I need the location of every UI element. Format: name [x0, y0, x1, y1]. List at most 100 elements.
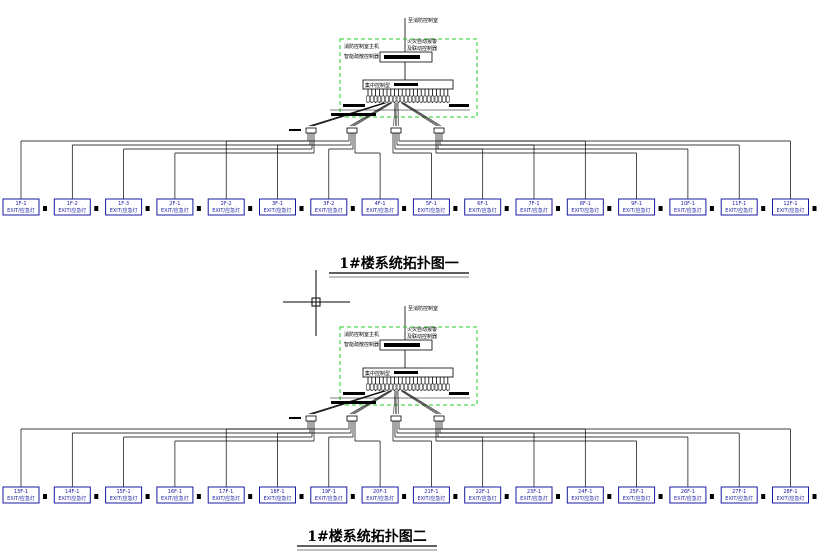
control-cabinet-frame [339, 38, 478, 118]
terminal-block [434, 95, 439, 103]
floor-node-box [310, 198, 348, 216]
branch-fan-line [310, 102, 385, 127]
node-indicator-mark [196, 494, 201, 499]
control-cabinet-frame [339, 326, 478, 406]
floor-node-sub-label: EXIT/应急灯 [623, 495, 651, 502]
node-indicator-mark [453, 494, 458, 499]
terminal-block [411, 383, 416, 391]
topology-diagram-two: 至消防控制室消防控制室主机智能疏散控制器火灾自动报警及联动控制器集中控制型13F… [2, 305, 817, 551]
floor-node-label: 3F-1 [272, 201, 283, 207]
floor-node-sub-label: EXIT/应急灯 [777, 207, 805, 214]
branch-fan-line [402, 102, 440, 127]
floor-node-sub-label: EXIT/应急灯 [110, 495, 138, 502]
floor-node-sub-label: EXIT/应急灯 [417, 207, 445, 214]
floor-node-box [464, 486, 502, 504]
terminal-block [400, 383, 404, 391]
terminal-block [396, 95, 401, 103]
terminal-block [438, 383, 442, 391]
branch-fan-line [313, 102, 387, 127]
floor-node-sub-label: EXIT/应急灯 [264, 495, 292, 502]
branch-fan-line [308, 102, 384, 127]
terminal-block [427, 383, 431, 391]
node-indicator-mark [812, 494, 817, 499]
terminal-block [438, 95, 442, 103]
floor-node-label: 23F-1 [527, 489, 541, 495]
floor-node-box [515, 198, 553, 216]
floor-node-sub-label: EXIT/应急灯 [7, 495, 35, 502]
terminal-block [381, 95, 385, 103]
junction-box [305, 127, 317, 134]
host-box-text-mark [384, 55, 420, 59]
floor-node-sub-label: EXIT/应急灯 [161, 207, 189, 214]
node-indicator-mark [43, 206, 47, 211]
floor-node-box [259, 486, 296, 504]
terminal-block [442, 95, 446, 103]
floor-node-sub-label: EXIT/应急灯 [58, 495, 86, 502]
floor-node-label: 14F-1 [65, 489, 79, 495]
terminal-block [446, 95, 450, 103]
left-tag-mark [343, 104, 365, 107]
branch-fan-line [351, 390, 391, 415]
junction-box [305, 415, 317, 422]
branch-fan-line [352, 102, 392, 127]
branch-fan-line [394, 102, 397, 127]
terminal-block [446, 383, 450, 391]
floor-node-sub-label: EXIT/应急灯 [161, 495, 189, 502]
junction-tag-mark [289, 129, 301, 131]
floor-node-label: 3F-2 [323, 201, 334, 207]
floor-node-sub-label: EXIT/应急灯 [110, 207, 138, 214]
floor-node-sub-label: EXIT/应急灯 [469, 207, 497, 214]
cabinet-label-1: 火灾自动报警 [407, 38, 437, 45]
node-indicator-mark [556, 494, 560, 499]
diagram-title: 1#楼系统拓扑图一 [339, 255, 458, 272]
floor-node-label: 17F-1 [219, 489, 233, 495]
terminal-block [415, 383, 420, 391]
node-indicator-mark [607, 494, 612, 499]
bus-label: 集中控制型 [365, 82, 390, 89]
floor-node-label: 19F-1 [322, 489, 336, 495]
floor-node-box [618, 198, 656, 216]
floor-node-label: 22F-1 [476, 489, 490, 495]
terminal-block [423, 383, 427, 391]
node-indicator-mark [196, 206, 201, 211]
node-indicator-mark [94, 206, 99, 211]
floor-node-sub-label: EXIT/应急灯 [623, 207, 651, 214]
node-indicator-mark [299, 206, 304, 211]
branch-fan-line [354, 102, 393, 127]
floor-node-box [53, 198, 91, 216]
floor-node-box [2, 486, 40, 504]
branch-fan-line [403, 102, 442, 127]
floor-node-box [566, 486, 604, 504]
floor-node-box [412, 198, 450, 216]
cabinet-label-1: 火灾自动报警 [407, 326, 437, 333]
floor-node-label: 5F-1 [426, 201, 437, 207]
left-note-1: 消防控制室主机 [344, 331, 379, 338]
left-note-2: 智能疏散控制器 [344, 341, 379, 348]
floor-node-box [566, 198, 604, 216]
floor-node-sub-label: EXIT/应急灯 [520, 495, 548, 502]
terminal-block [366, 383, 370, 391]
floor-node-label: 16F-1 [168, 489, 182, 495]
branch-fan-line [403, 390, 442, 415]
floor-node-label: 6F-1 [477, 201, 488, 207]
floor-node-box [361, 198, 399, 216]
floor-node-label: 11F-1 [732, 201, 746, 207]
floor-node-sub-label: EXIT/应急灯 [366, 495, 394, 502]
left-tag-mark [331, 113, 376, 116]
floor-node-label: 8F-1 [580, 201, 591, 207]
branch-fan-line [393, 102, 396, 127]
floor-node-sub-label: EXIT/应急灯 [264, 207, 292, 214]
terminal-block [430, 95, 435, 103]
feed-label: 至消防控制室 [408, 305, 438, 312]
crosshair-cursor [283, 270, 350, 336]
floor-node-box [618, 486, 656, 504]
left-tag-mark [343, 392, 365, 395]
floor-node-sub-label: EXIT/应急灯 [725, 495, 753, 502]
floor-node-box [669, 198, 707, 216]
floor-node-box [156, 486, 194, 504]
branch-fan-line [349, 390, 390, 415]
branch-fan-line [308, 390, 384, 415]
floor-node-sub-label: EXIT/应急灯 [212, 207, 240, 214]
junction-box [390, 127, 402, 134]
terminal-block [370, 95, 374, 103]
